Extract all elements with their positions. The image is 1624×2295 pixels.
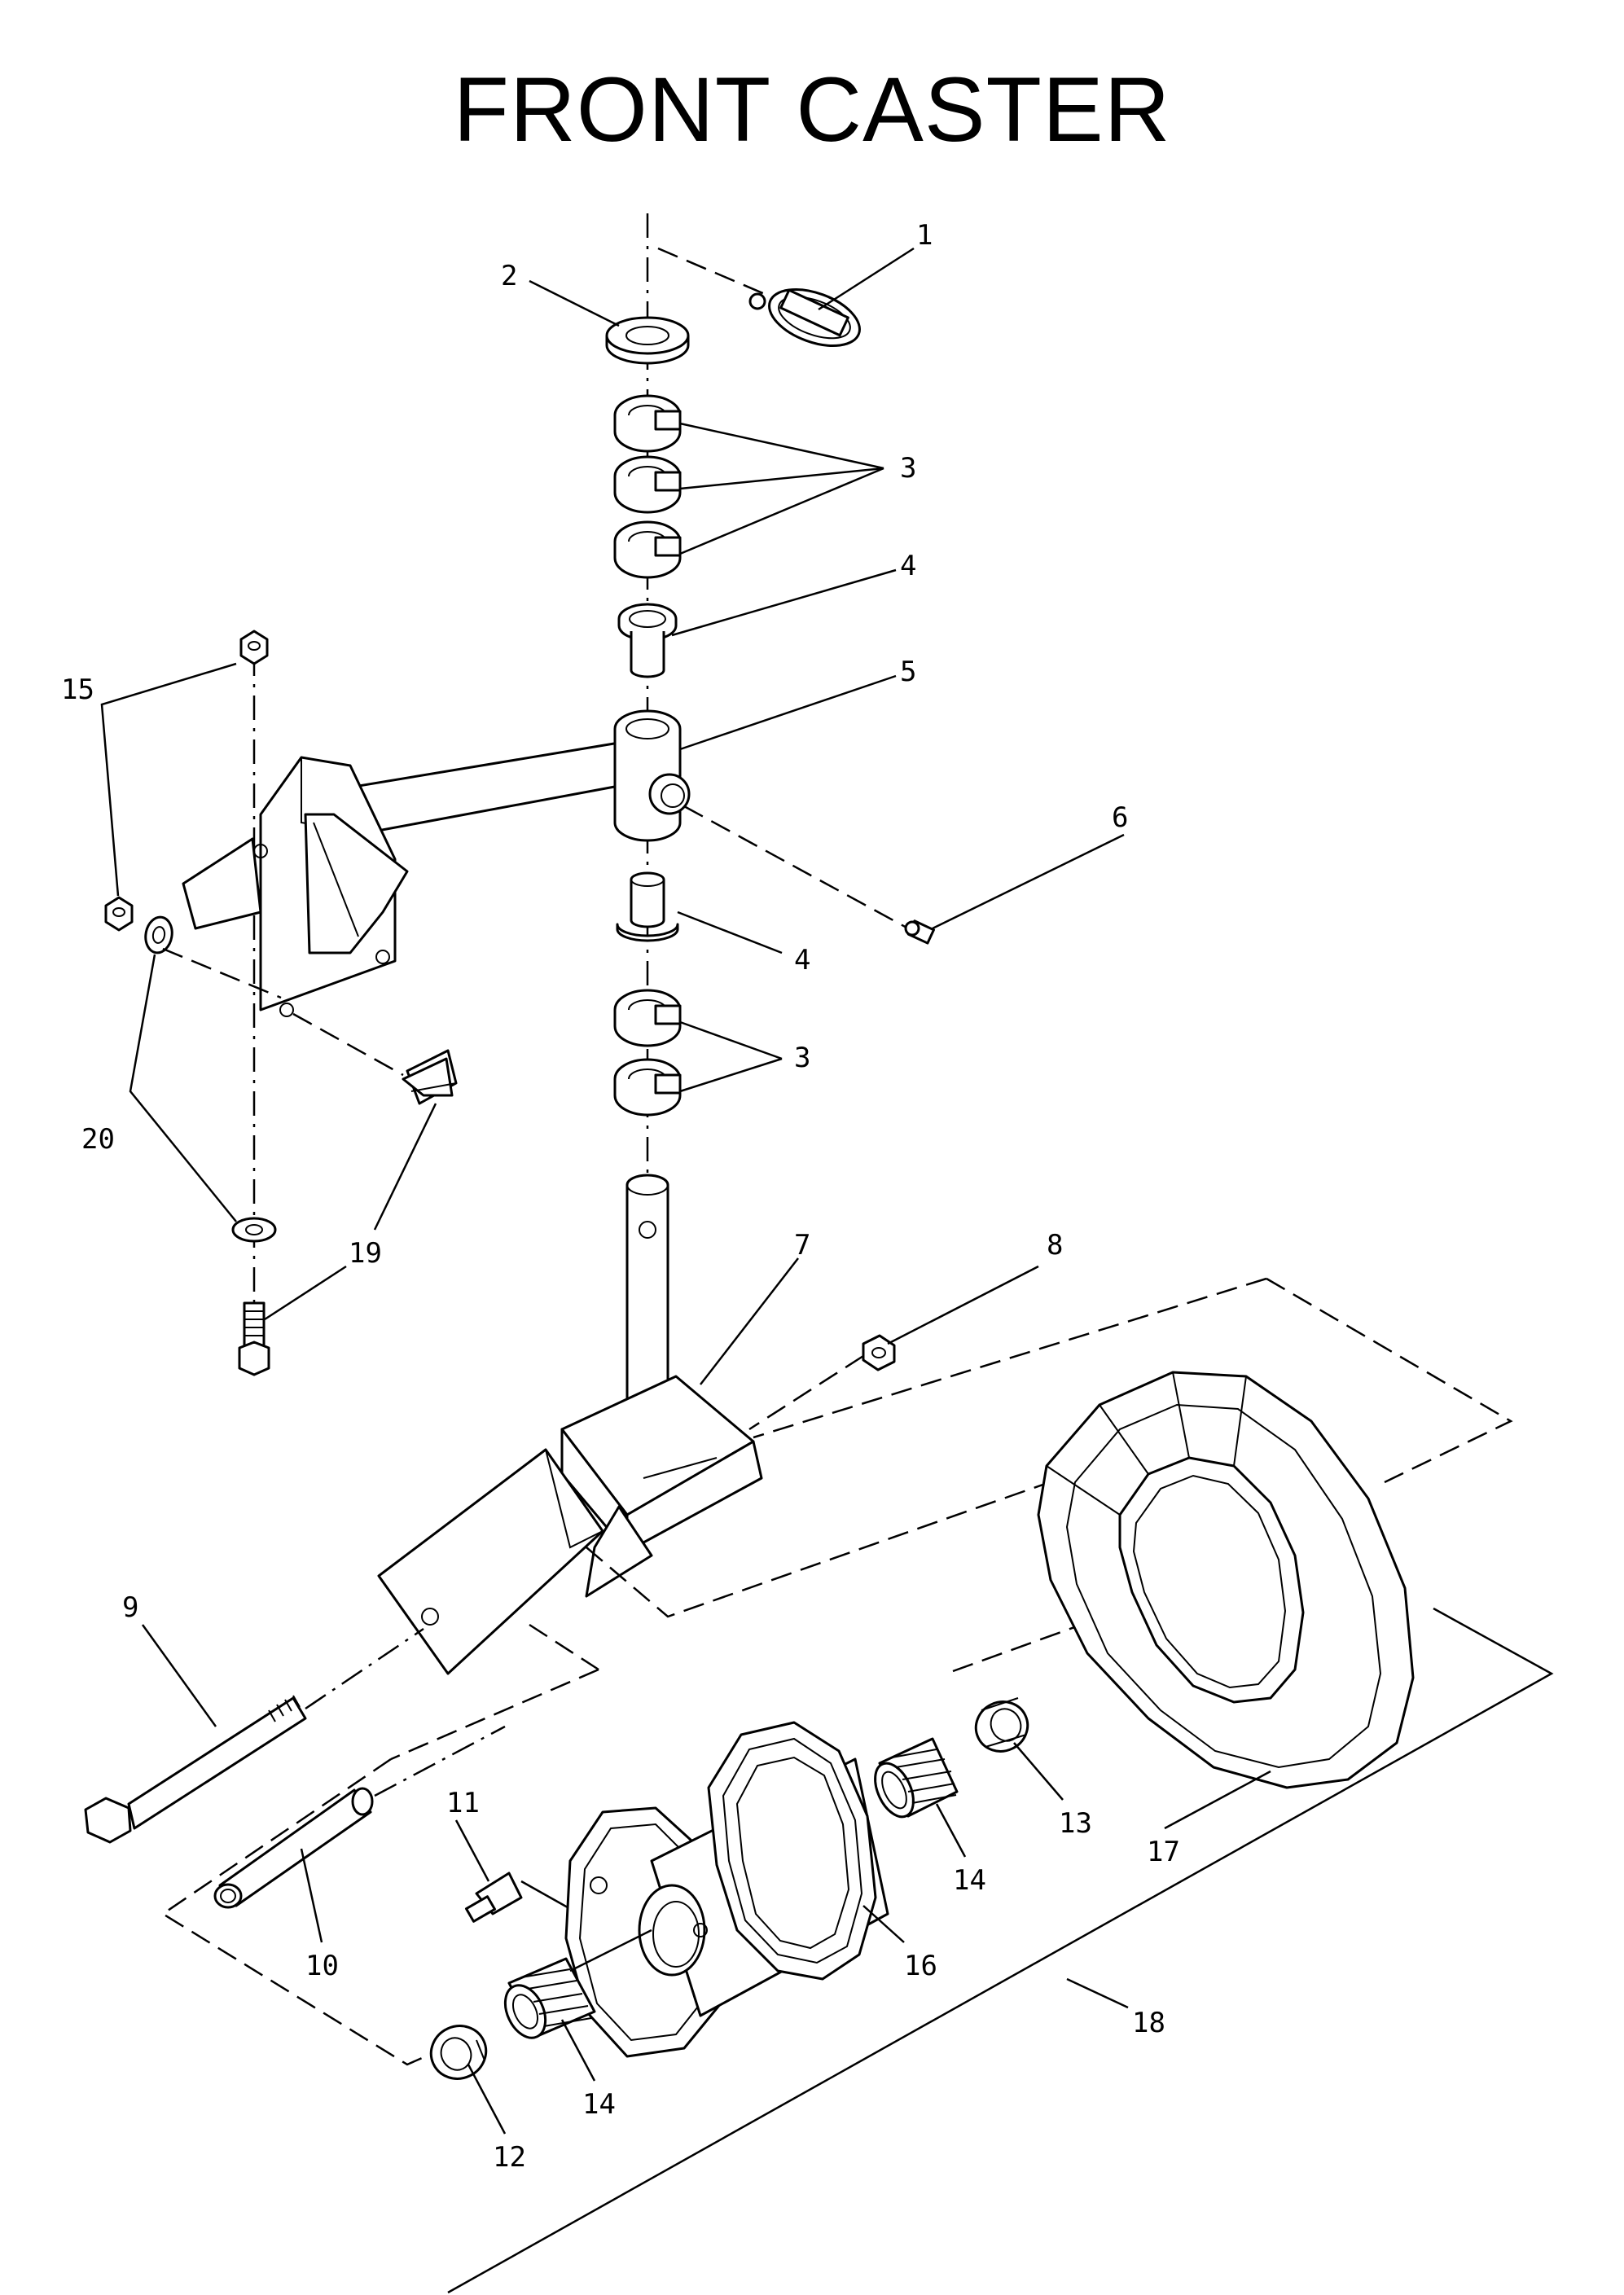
part-20-lock-washers (144, 915, 282, 1243)
callout-4-upper: 4 (900, 550, 916, 582)
part-17-tire (1037, 1371, 1415, 1789)
part-3-spacers-upper (613, 394, 682, 579)
part-9-axle-bolt (84, 1627, 424, 1844)
callout-5: 5 (900, 656, 916, 688)
part-8-nut (748, 1334, 896, 1431)
callout-16: 16 (904, 1950, 937, 1982)
callout-4-lower: 4 (794, 944, 810, 976)
part-15-nuts (104, 630, 269, 932)
callout-11: 11 (446, 1787, 480, 1819)
callout-18: 18 (1132, 2007, 1165, 2039)
callout-14-lower: 14 (582, 2088, 616, 2121)
callout-17: 17 (1147, 1836, 1180, 1868)
part-13-seal (974, 1697, 1029, 1753)
callout-labels: 1 2 3 4 5 15 6 4 3 20 19 7 8 9 11 13 17 … (61, 219, 1180, 2174)
callout-10: 10 (305, 1950, 339, 1982)
callout-12: 12 (493, 2141, 526, 2174)
part-14-bearing-upper (874, 1737, 959, 1819)
part-4-bushing-lower (616, 871, 679, 942)
part-12-seal (429, 2025, 488, 2080)
part-14-bearing-lower (503, 1929, 652, 2039)
callout-14-upper: 14 (953, 1864, 986, 1897)
callout-7: 7 (794, 1229, 810, 1262)
callout-2: 2 (501, 260, 517, 292)
callout-19: 19 (349, 1237, 382, 1270)
callout-3-upper: 3 (900, 452, 916, 485)
callout-15: 15 (61, 674, 94, 706)
part-6-grease-fitting (683, 805, 935, 945)
part-19-bolts (238, 1012, 458, 1376)
part-2-washer (605, 316, 690, 365)
callout-8: 8 (1047, 1229, 1063, 1262)
callout-20: 20 (81, 1123, 115, 1156)
part-1-lynch-pin (657, 247, 861, 347)
part-10-spacer-tube (213, 1725, 506, 1909)
leader-lines (100, 247, 1271, 2135)
callout-13: 13 (1059, 1807, 1092, 1840)
callout-6: 6 (1112, 801, 1128, 834)
part-5-caster-arm (182, 709, 691, 1017)
part-3-spacers-lower (613, 989, 682, 1117)
part-4-bushing-upper (617, 603, 678, 678)
callout-9: 9 (122, 1591, 138, 1624)
part-7-caster-fork (377, 1174, 763, 1675)
callout-1: 1 (916, 219, 933, 252)
part-16-hub (564, 1721, 889, 2058)
diagram-title: FRONT CASTER (453, 59, 1171, 160)
callout-3-lower: 3 (794, 1042, 810, 1074)
